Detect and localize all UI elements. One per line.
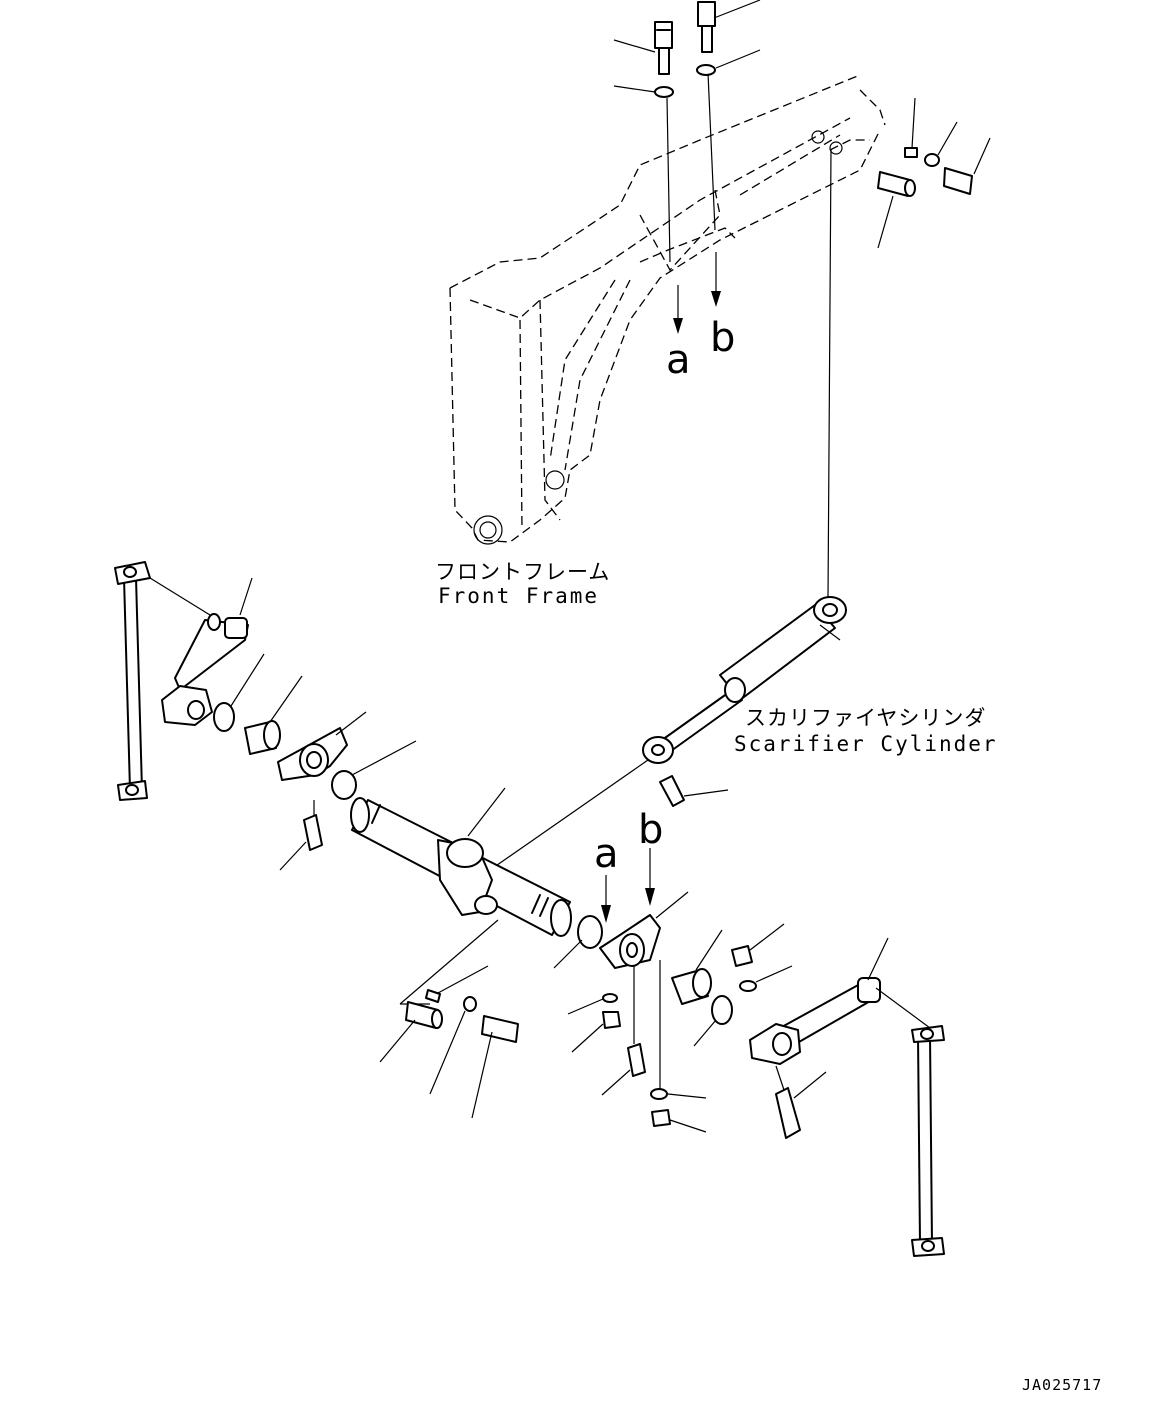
front-frame-label-en: Front Frame — [438, 584, 600, 608]
bracket-ref-a: a — [594, 831, 619, 877]
cylinder-label-jp: スカリファイヤシリンダ — [745, 706, 987, 730]
arm-pin-set — [379, 919, 519, 1119]
left-oring — [213, 702, 235, 732]
right-nut-washer — [731, 923, 793, 992]
drawing-code: JA025717 — [1022, 1376, 1103, 1394]
right-bracket — [599, 891, 689, 969]
right-bushing — [671, 929, 723, 1005]
frame-ref-a: a — [666, 337, 691, 383]
cylinder-grease-nipple — [659, 775, 729, 807]
right-seal-ring — [577, 915, 603, 949]
right-oring — [711, 995, 733, 1025]
left-grease-nipple — [279, 800, 323, 871]
right-oring-leader — [693, 1019, 717, 1047]
right-seal-leader — [553, 939, 583, 969]
frame-reference-leaders — [666, 72, 832, 599]
left-seal-ring — [331, 770, 357, 800]
right-tie-rod — [911, 1025, 945, 1257]
front-frame — [449, 74, 886, 545]
right-arm — [749, 937, 931, 1065]
front-frame-label-jp: フロントフレーム — [435, 560, 611, 584]
cross-shaft — [350, 787, 572, 937]
cylinder-label-en: Scarifier Cylinder — [734, 732, 998, 756]
left-bracket — [277, 711, 367, 781]
left-bushing — [244, 675, 303, 755]
left-arm — [161, 577, 253, 726]
cylinder-head-pin-set — [877, 97, 991, 249]
frame-bolt-left — [613, 21, 674, 98]
left-tie-rod — [114, 561, 211, 801]
frame-bolt-right — [696, 0, 761, 76]
cylinder-to-arm-leader — [489, 759, 649, 871]
bracket-ref-b: b — [638, 807, 664, 853]
left-seal-leader — [351, 740, 417, 776]
left-oring-leader — [230, 653, 265, 707]
frame-ref-b: b — [710, 315, 736, 361]
right-arm-bolt — [775, 1065, 827, 1139]
bracket-a-b-arrows — [601, 848, 655, 923]
scarifier-cylinder — [642, 596, 847, 764]
right-bracket-fasteners — [567, 965, 707, 1133]
